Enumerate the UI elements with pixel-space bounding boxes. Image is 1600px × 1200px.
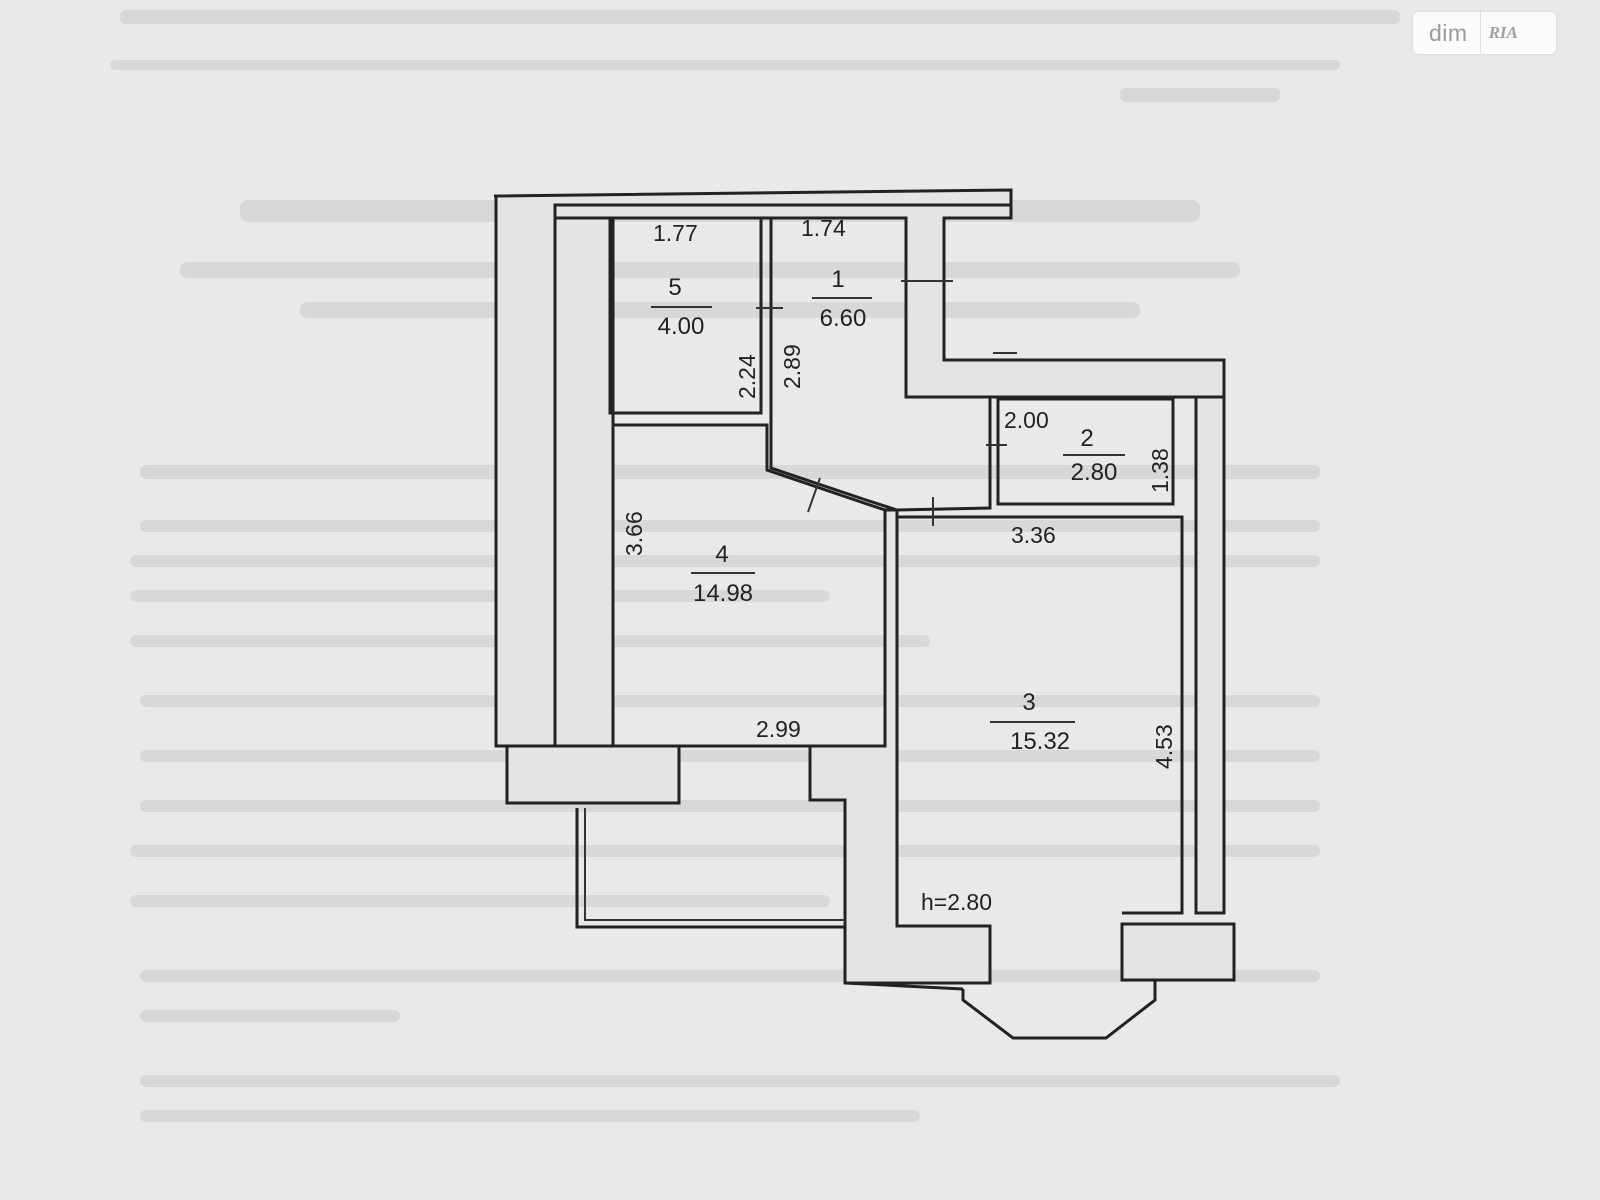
rooms (608, 216, 1184, 915)
dim-room1-height: 2.89 (779, 344, 805, 389)
room-5-number: 5 (668, 274, 681, 301)
dim-room2-height: 1.38 (1147, 448, 1173, 493)
dimension-labels: 1.77 2.24 1.74 2.89 2.00 1.38 3.66 2.99 … (621, 215, 1177, 915)
room-2-outline (996, 397, 1175, 506)
room-1-outline (769, 216, 992, 512)
dim-room3-width: 3.36 (1011, 522, 1056, 548)
dim-room4-width: 2.99 (756, 716, 801, 742)
dim-room5-width: 1.77 (653, 220, 698, 246)
outer-wall-left (553, 216, 615, 748)
logo-divider (1479, 12, 1481, 54)
outer-wall-right-upper (1194, 395, 1226, 915)
room-1-area: 6.60 (820, 305, 867, 332)
room-labels: 5 4.00 1 6.60 2 2.80 4 14.98 3 15.32 (651, 266, 1125, 755)
wall-stub-left (505, 744, 681, 805)
room-2-number: 2 (1080, 425, 1093, 452)
walls (493, 188, 1236, 1040)
dim-room5-height: 2.24 (734, 354, 760, 399)
room-5-outline (608, 216, 763, 415)
dim-room2-width: 2.00 (1004, 407, 1049, 433)
room-5-area: 4.00 (658, 313, 705, 340)
room-3-number: 3 (1022, 689, 1035, 716)
room-3-outline (897, 515, 1184, 915)
room-3-area: 15.32 (1010, 728, 1070, 755)
room-4-area: 14.98 (693, 580, 753, 607)
bottom-wall (844, 978, 1234, 991)
door-marks (756, 280, 1017, 526)
ceiling-height: h=2.80 (921, 889, 992, 915)
dim-room3-height: 4.53 (1151, 724, 1177, 769)
balcony-edge-inner (584, 808, 845, 921)
dim-room1-width: 1.74 (801, 215, 846, 241)
bay-window (961, 980, 1157, 1040)
room-4-outline (611, 423, 887, 748)
dim-room4-height: 3.66 (621, 511, 647, 556)
room-4-number: 4 (715, 541, 728, 568)
logo-dim-text: dim (1429, 19, 1468, 46)
dimria-watermark-logo: dim RIA (1413, 12, 1556, 54)
logo-ria-text: RIA (1488, 23, 1518, 42)
balcony-edge (575, 808, 845, 929)
wall-stub-bottom-right (1120, 922, 1236, 982)
room-1-number: 1 (831, 266, 844, 293)
room-2-area: 2.80 (1071, 459, 1118, 486)
